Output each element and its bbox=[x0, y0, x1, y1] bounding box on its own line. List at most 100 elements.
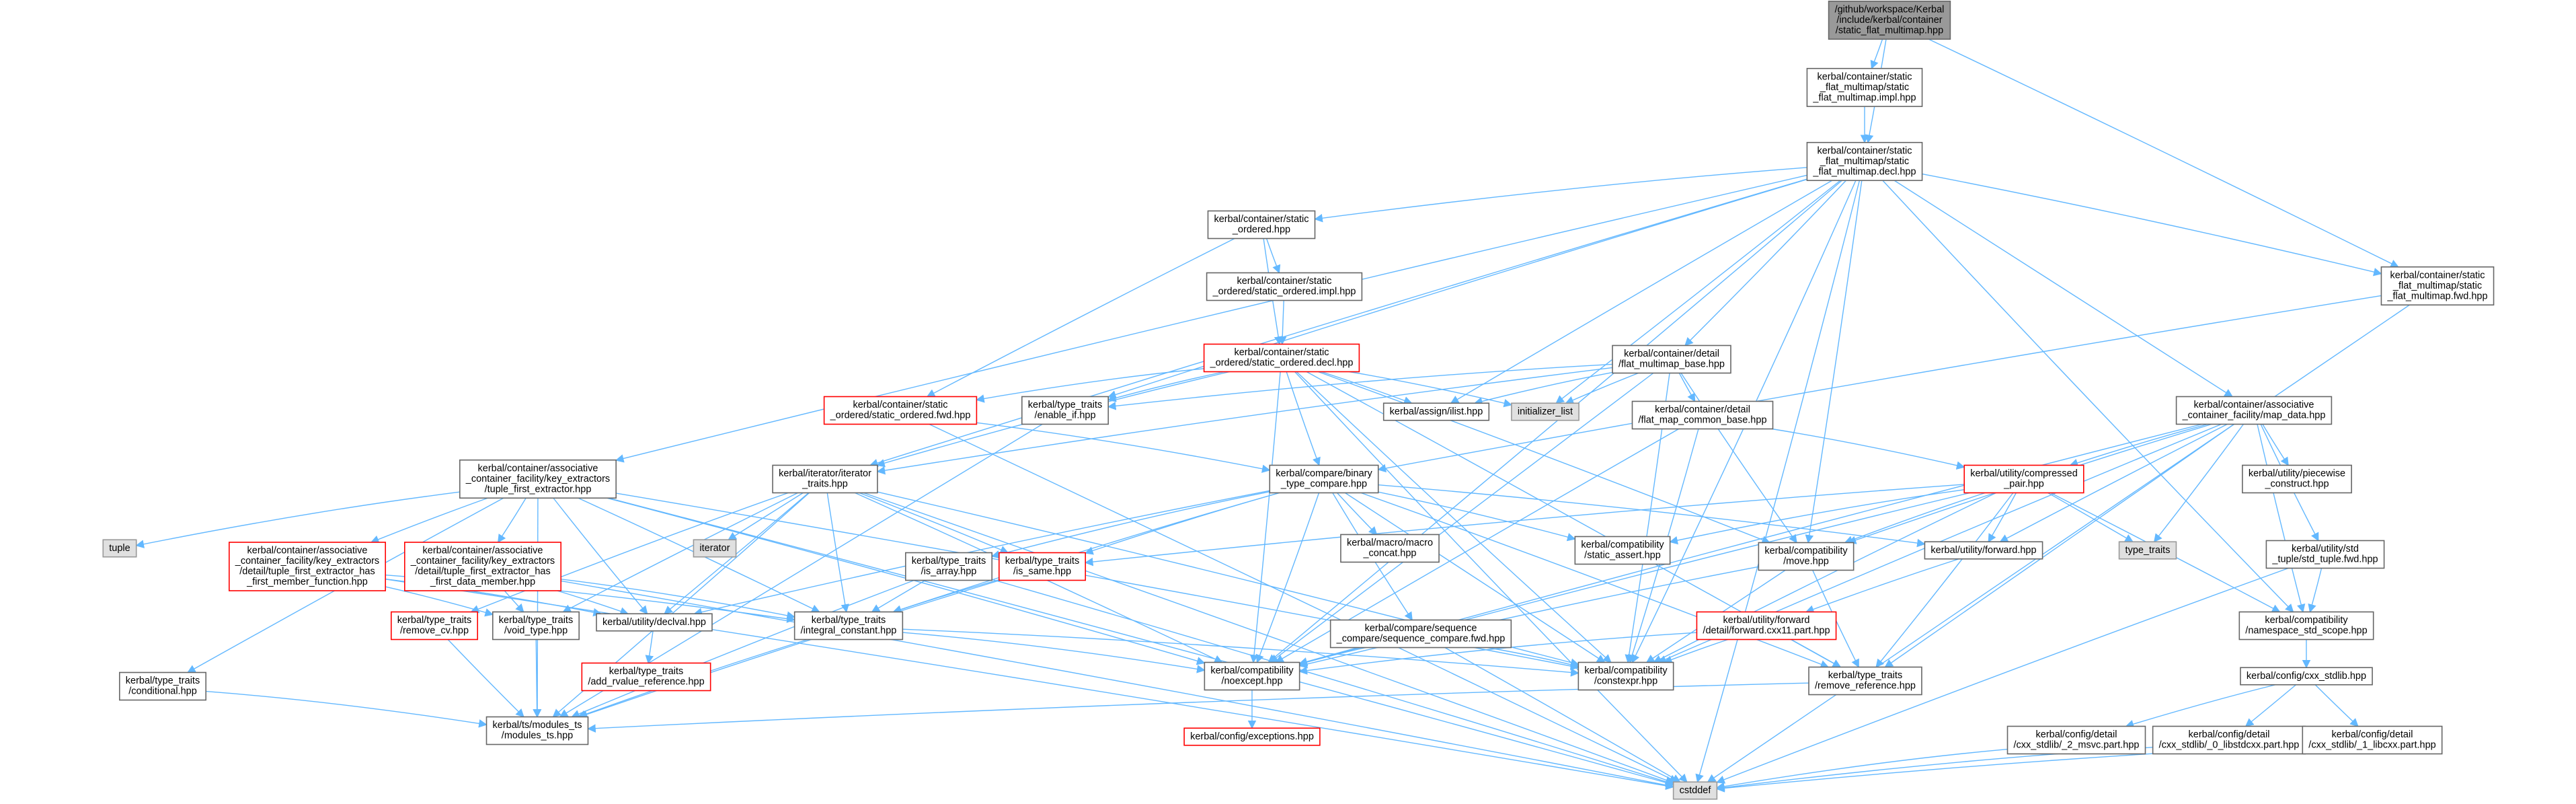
node-label-line: kerbal/macro/macro bbox=[1347, 538, 1433, 548]
node-conditional[interactable]: kerbal/type_traits/conditional.hpp bbox=[118, 671, 207, 701]
node-macroconcat[interactable]: kerbal/macro/macro_concat.hpp bbox=[1340, 534, 1440, 563]
node-label-line: kerbal/container/detail bbox=[1655, 404, 1750, 415]
node-fmb[interactable]: kerbal/container/detail/flat_multimap_ba… bbox=[1612, 344, 1731, 374]
node-box bbox=[1329, 619, 1512, 649]
node-removeref[interactable]: kerbal/type_traits/remove_reference.hpp bbox=[1808, 666, 1922, 696]
node-label-line: /github/workspace/Kerbal bbox=[1835, 4, 1945, 15]
node-move[interactable]: kerbal/compatibility/move.hpp bbox=[1758, 542, 1855, 571]
node-label-line: /flat_multimap_base.hpp bbox=[1618, 359, 1725, 370]
edge-isarray-to-modulests bbox=[571, 579, 914, 718]
node-box bbox=[1808, 666, 1922, 696]
node-label-line: _ordered/static_ordered.impl.hpp bbox=[1212, 287, 1356, 297]
node-nsscope[interactable]: kerbal/compatibility/namespace_std_scope… bbox=[2238, 611, 2374, 641]
node-label-line: kerbal/compatibility bbox=[1584, 665, 1668, 676]
node-itertraits[interactable]: kerbal/iterator/iterator_traits.hpp bbox=[772, 464, 878, 494]
edge-fmb-to-fmcb bbox=[1678, 373, 1696, 402]
node-label-line: /constexpr.hpp bbox=[1594, 676, 1657, 687]
node-sodecl[interactable]: kerbal/container/static_ordered/static_o… bbox=[1203, 343, 1360, 373]
node-modulests[interactable]: kerbal/ts/modules_ts/modules_ts.hpp bbox=[485, 716, 589, 745]
edge-decl-to-nsscope bbox=[1882, 180, 2294, 613]
edge-decl-to-move bbox=[1805, 180, 1863, 544]
node-soimpl[interactable]: kerbal/container/static_ordered/static_o… bbox=[1206, 272, 1363, 301]
node-exceptions[interactable]: kerbal/config/exceptions.hpp bbox=[1183, 727, 1321, 746]
node-libcxx[interactable]: kerbal/config/detail/cxx_stdlib/_1_libcx… bbox=[2302, 725, 2443, 755]
edge-tfe-to-cstddef bbox=[608, 497, 1674, 787]
node-voidtype[interactable]: kerbal/type_traits/void_type.hpp bbox=[492, 611, 580, 641]
edge-itertraits-to-voidtype bbox=[562, 492, 798, 613]
node-label-line: kerbal/assign/ilist.hpp bbox=[1390, 406, 1483, 417]
node-fwd[interactable]: kerbal/container/static_flat_multimap/st… bbox=[2380, 266, 2495, 306]
node-box bbox=[1204, 661, 1300, 691]
node-mapdata[interactable]: kerbal/container/associative_container_f… bbox=[2175, 396, 2333, 425]
node-hmf[interactable]: kerbal/container/associative_container_f… bbox=[229, 542, 386, 591]
node-label-line: kerbal/utility/declval.hpp bbox=[602, 617, 706, 628]
node-issame[interactable]: kerbal/type_traits/is_same.hpp bbox=[998, 552, 1087, 581]
node-root[interactable]: /github/workspace/Kerbal/include/kerbal/… bbox=[1828, 0, 1951, 40]
node-forward[interactable]: kerbal/utility/forward.hpp bbox=[1924, 541, 2043, 560]
node-impl[interactable]: kerbal/container/static_flat_multimap/st… bbox=[1806, 67, 1923, 108]
node-libstdcxx[interactable]: kerbal/config/detail/cxx_stdlib/_0_libst… bbox=[2152, 725, 2306, 755]
edge-decl-to-assignlist bbox=[1450, 180, 1832, 404]
node-initlist[interactable]: initializer_list bbox=[1511, 402, 1579, 421]
edge-move-to-noexcept bbox=[1298, 566, 1759, 669]
edge-compressed-to-removeref bbox=[1875, 492, 2014, 668]
node-label-line: /integral_constant.hpp bbox=[801, 626, 897, 636]
node-constexpr[interactable]: kerbal/compatibility/constexpr.hpp bbox=[1577, 661, 1674, 691]
node-declval[interactable]: kerbal/utility/declval.hpp bbox=[596, 613, 713, 632]
node-hdm[interactable]: kerbal/container/associative_container_f… bbox=[404, 542, 561, 591]
node-bintc[interactable]: kerbal/compare/binary_type_compare.hpp bbox=[1269, 464, 1379, 494]
node-staticassert[interactable]: kerbal/compatibility/static_assert.hpp bbox=[1574, 536, 1671, 565]
edge-fmb-to-itertraits bbox=[876, 367, 1613, 475]
node-msvc[interactable]: kerbal/config/detail/cxx_stdlib/_2_msvc.… bbox=[2006, 725, 2146, 755]
node-tuple[interactable]: tuple bbox=[102, 539, 137, 558]
node-label-line: _flat_multimap.fwd.hpp bbox=[2386, 291, 2487, 301]
edge-tfe-to-hdm bbox=[498, 497, 526, 544]
node-tfe[interactable]: kerbal/container/associative_container_f… bbox=[459, 459, 617, 499]
node-label-line: /detail/tuple_first_extractor_has bbox=[239, 567, 375, 577]
node-label-line: kerbal/type_traits bbox=[1028, 400, 1102, 410]
node-piecewise[interactable]: kerbal/utility/piecewise_construct.hpp bbox=[2242, 464, 2352, 494]
node-box bbox=[1696, 611, 1837, 641]
node-enableif[interactable]: kerbal/type_traits/enable_if.hpp bbox=[1021, 396, 1109, 425]
node-label-line: kerbal/type_traits bbox=[1828, 670, 1902, 681]
node-label-line: kerbal/container/associative bbox=[247, 546, 368, 556]
edge-tfe-to-hmf bbox=[370, 497, 488, 544]
node-addrvref[interactable]: kerbal/type_traits/add_rvalue_reference.… bbox=[581, 662, 711, 692]
node-tuplefwd[interactable]: kerbal/utility/std_tuple/std_tuple.fwd.h… bbox=[2265, 540, 2385, 569]
edge-mapdata-to-typetraits bbox=[2153, 424, 2244, 543]
node-label-line: kerbal/container/detail bbox=[1624, 349, 1719, 359]
edge-seqcmp-to-cstddef bbox=[1444, 647, 1681, 782]
node-fmcb[interactable]: kerbal/container/detail/flat_map_common_… bbox=[1631, 400, 1774, 430]
node-cxxstdlib[interactable]: kerbal/config/cxx_stdlib.hpp bbox=[2240, 667, 2373, 686]
node-decl[interactable]: kerbal/container/static_flat_multimap/st… bbox=[1806, 141, 1923, 182]
node-compressed[interactable]: kerbal/utility/compressed_pair.hpp bbox=[1963, 464, 2084, 494]
node-iterator[interactable]: iterator bbox=[693, 539, 737, 558]
node-removecv[interactable]: kerbal/type_traits/remove_cv.hpp bbox=[390, 611, 479, 641]
node-label-line: /conditional.hpp bbox=[128, 686, 197, 697]
node-seqcmp[interactable]: kerbal/compare/sequence_compare/sequence… bbox=[1329, 619, 1512, 649]
node-label-line: _flat_multimap/static bbox=[1820, 82, 1909, 93]
node-label-line: _construct.hpp bbox=[2264, 479, 2329, 490]
edge-seqcmp-to-noexcept bbox=[1298, 647, 1366, 667]
edge-bintc-to-isarray bbox=[990, 491, 1270, 559]
node-box bbox=[1183, 727, 1321, 746]
node-box bbox=[459, 459, 617, 499]
node-cstddef[interactable]: cstddef bbox=[1672, 781, 1718, 800]
node-sofwd[interactable]: kerbal/container/static_ordered/static_o… bbox=[823, 396, 978, 425]
node-assignlist[interactable]: kerbal/assign/ilist.hpp bbox=[1382, 402, 1490, 421]
node-intconst[interactable]: kerbal/type_traits/integral_constant.hpp bbox=[793, 611, 904, 641]
node-label-line: kerbal/config/detail bbox=[2332, 729, 2413, 740]
node-label-line: kerbal/compare/sequence bbox=[1365, 623, 1477, 634]
node-isarray[interactable]: kerbal/type_traits/is_array.hpp bbox=[904, 552, 993, 581]
node-label-line: /include/kerbal/container bbox=[1836, 15, 1942, 26]
node-so[interactable]: kerbal/container/static_ordered.hpp bbox=[1207, 210, 1316, 240]
node-label-line: /void_type.hpp bbox=[504, 626, 568, 636]
edge-tfe-to-declval bbox=[553, 497, 648, 615]
node-box bbox=[2242, 464, 2352, 494]
node-fwdcxx11[interactable]: kerbal/utility/forward/detail/forward.cx… bbox=[1696, 611, 1837, 641]
edge-sodecl-to-noexcept bbox=[1249, 371, 1281, 663]
edge-root-to-fwd bbox=[1928, 38, 2399, 268]
node-noexcept[interactable]: kerbal/compatibility/noexcept.hpp bbox=[1204, 661, 1300, 691]
node-typetraits[interactable]: type_traits bbox=[2118, 541, 2177, 560]
edge-fmb-to-initlist bbox=[1565, 372, 1639, 404]
